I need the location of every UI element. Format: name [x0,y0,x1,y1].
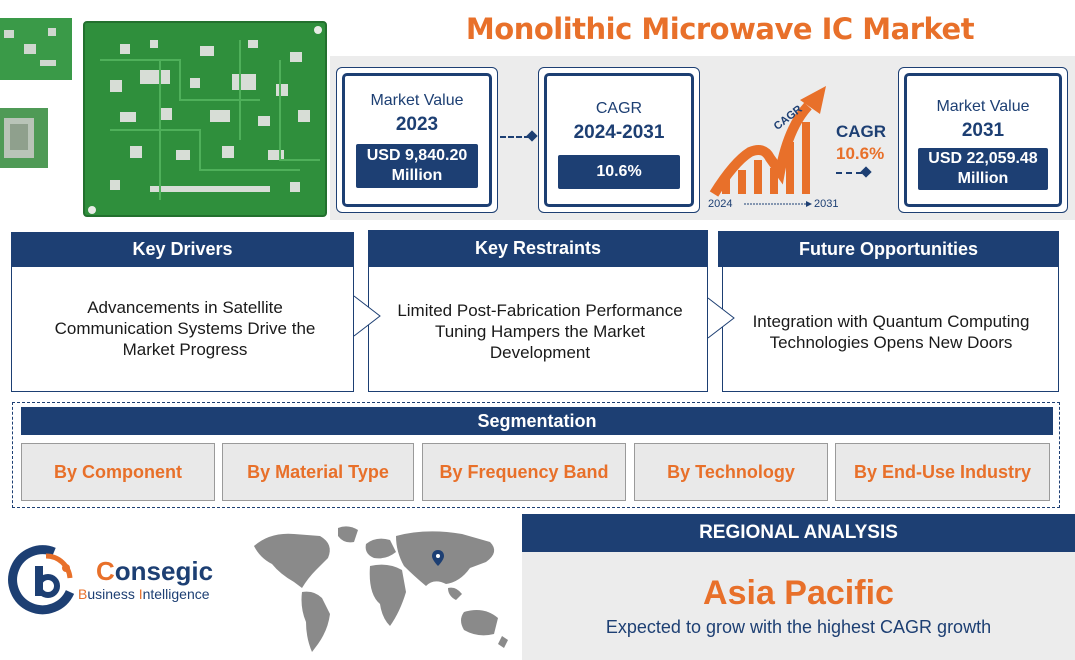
cagr-growth-graphic: CAGR 2024 2031 [708,82,838,212]
chevron-right-icon [707,297,735,339]
market-2031-card: Market Value 2031 USD 22,059.48 Million [898,67,1068,213]
market-2031-label: Market Value [936,98,1030,115]
chevron-right-icon [353,295,381,337]
regional-analysis-heading: REGIONAL ANALYSIS [522,514,1075,552]
segment-by-frequency-band[interactable]: By Frequency Band [422,443,626,501]
world-map [254,526,508,652]
cagr-end-year: 2031 [814,198,839,210]
key-drivers-heading: Key Drivers [11,232,354,267]
cagr-label: CAGR [595,100,643,117]
connector-dash [500,136,530,138]
segment-by-technology[interactable]: By Technology [634,443,828,501]
future-opportunities-text: Integration with Quantum Computing Techn… [752,312,1030,352]
key-drivers-text: Advancements in Satellite Communication … [54,297,316,359]
brand-name: Consegic [96,556,214,586]
brand-tagline: Business Intelligence [78,586,210,602]
pcb-image [0,0,330,222]
segmentation-heading: Segmentation [21,407,1053,435]
market-2023-value: USD 9,840.20 Million [356,144,478,188]
market-2023-card: Market Value 2023 USD 9,840.20 Million [336,67,498,213]
cagr-start-year: 2024 [708,198,733,210]
cagr-period: 2024-2031 [573,122,665,143]
region-name: Asia Pacific [703,574,894,612]
market-2023-label: Market Value [370,92,464,109]
consegic-logo-icon [8,545,75,615]
regional-analysis-panel [522,552,1075,660]
segment-by-component[interactable]: By Component [21,443,215,501]
market-2031-year: 2031 [961,120,1005,141]
future-opportunities-heading: Future Opportunities [718,231,1059,267]
page-title: Monolithic Microwave IC Market [465,12,975,46]
segment-by-end-use-industry[interactable]: By End-Use Industry [835,443,1050,501]
cagr-value: 10.6% [558,155,680,189]
connector-dash [836,172,862,174]
market-2023-year: 2023 [395,114,439,135]
key-restraints-text: Limited Post-Fabrication Performance Tun… [397,300,683,362]
cagr-graphic-label: CAGR [836,122,887,141]
cagr-graphic-value: 10.6% [836,144,885,163]
region-subtitle: Expected to grow with the highest CAGR g… [605,617,992,637]
key-restraints-heading: Key Restraints [368,230,708,267]
segmentation-panel [12,402,1060,508]
key-restraints-panel [368,266,708,392]
future-opportunities-panel [722,266,1059,392]
cagr-card: CAGR 2024-2031 10.6% [538,67,700,213]
market-2031-value: USD 22,059.48 Million [918,148,1048,190]
segment-by-material-type[interactable]: By Material Type [222,443,414,501]
